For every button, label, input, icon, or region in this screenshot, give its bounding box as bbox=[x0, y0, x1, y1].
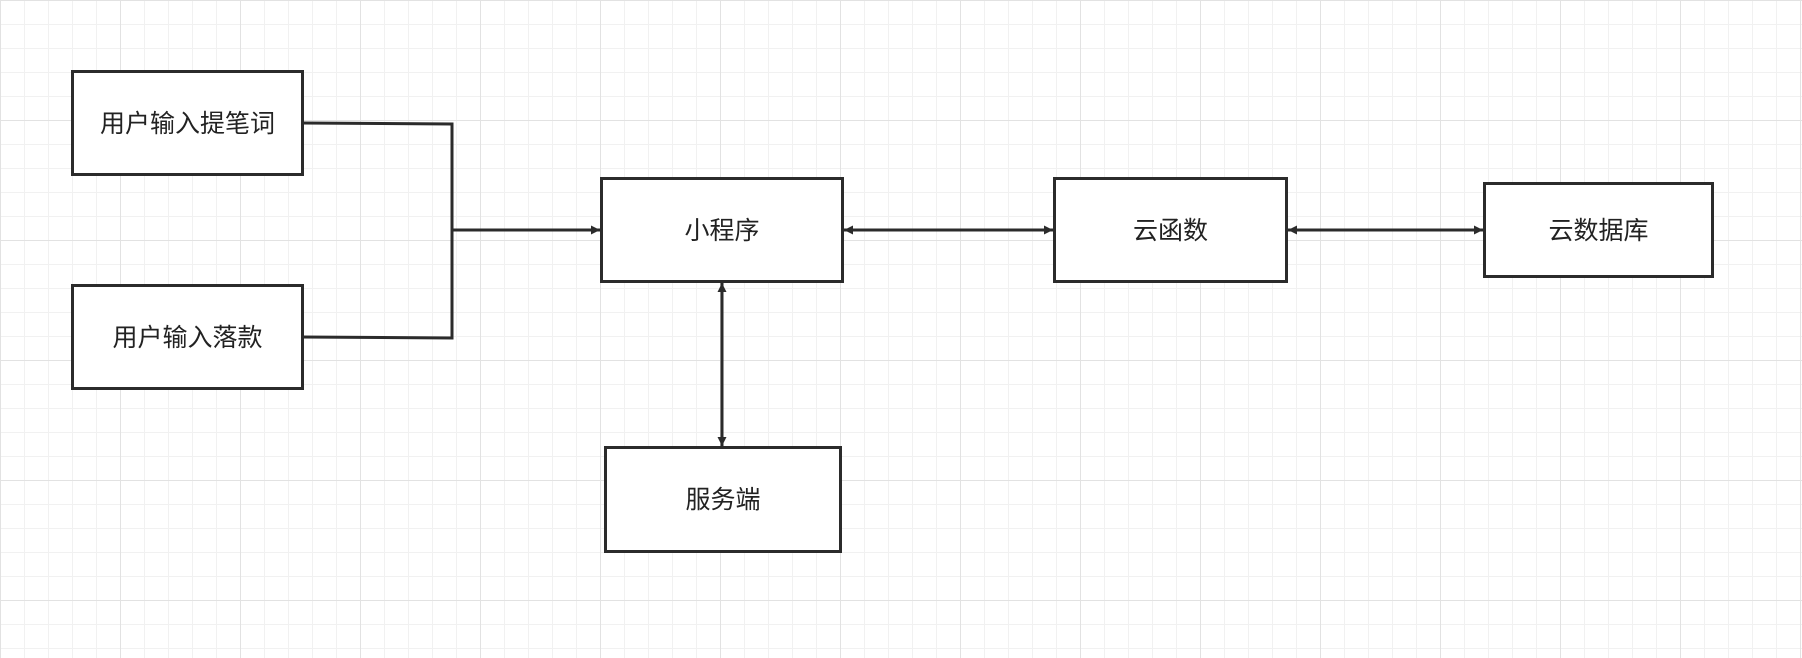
node-cloud-function[interactable]: 云函数 bbox=[1053, 177, 1288, 283]
node-prompt-input-label: 用户输入提笔词 bbox=[99, 108, 275, 138]
node-cloud-database-label: 云数据库 bbox=[1548, 215, 1649, 245]
node-cloud-function-label: 云函数 bbox=[1132, 215, 1208, 245]
connector-prompt-to-junction bbox=[301, 121, 454, 230]
node-signature-input[interactable]: 用户输入落款 bbox=[71, 284, 304, 390]
node-cloud-database[interactable]: 云数据库 bbox=[1483, 182, 1714, 278]
node-prompt-input[interactable]: 用户输入提笔词 bbox=[71, 70, 304, 176]
node-mini-program-label: 小程序 bbox=[684, 215, 760, 245]
node-server-label: 服务端 bbox=[685, 485, 761, 514]
node-server[interactable]: 服务端 bbox=[604, 446, 842, 553]
connector-signature-to-junction bbox=[301, 230, 454, 340]
node-signature-input-label: 用户输入落款 bbox=[112, 322, 263, 352]
node-mini-program[interactable]: 小程序 bbox=[600, 177, 844, 283]
